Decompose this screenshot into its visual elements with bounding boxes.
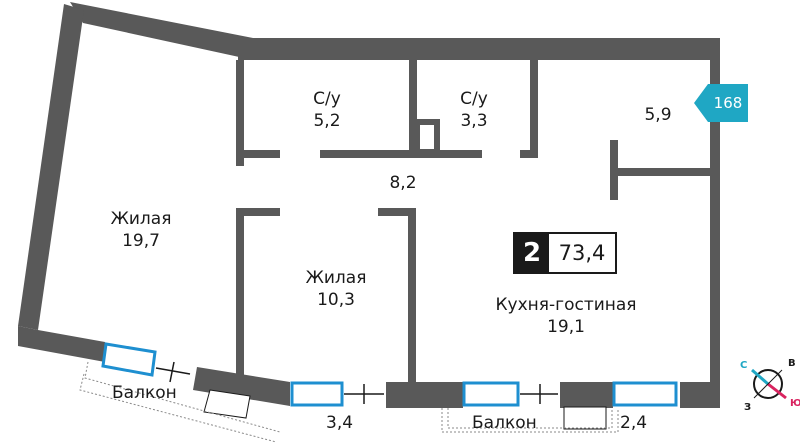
wall-interior-1 — [236, 60, 244, 166]
door-2 — [563, 406, 607, 430]
compass-north: С — [740, 360, 748, 371]
tag-shape — [694, 84, 748, 122]
compass-icon — [751, 368, 787, 400]
total-area-badge: 2 73,4 — [513, 232, 617, 274]
wall-bottom-right-b — [680, 382, 720, 408]
compass: С В Ю З — [738, 358, 800, 414]
wall-left — [18, 4, 84, 330]
room-area: 8,2 — [389, 173, 417, 193]
apartment-number: 168 — [713, 94, 743, 112]
wall-interior-12 — [408, 208, 416, 386]
apartment-number-tag: 168 — [694, 84, 748, 122]
room-hall: 5,9 — [644, 104, 671, 126]
room-corridor: 8,2 — [389, 172, 416, 194]
room-area: 5,9 — [644, 105, 672, 125]
room-name: С/у — [460, 89, 488, 109]
balcony-railings — [79, 361, 619, 443]
room-living-1: Жилая 19,7 — [111, 208, 172, 252]
room-name: Жилая — [305, 268, 367, 288]
wall-interior-2 — [236, 150, 280, 158]
wall-bottom-mid — [386, 382, 463, 408]
window-4 — [612, 381, 678, 407]
room-area: 19,7 — [122, 231, 160, 251]
balcony-label-right: Балкон — [472, 413, 537, 433]
room-name: Жилая — [110, 209, 172, 229]
wall-interior-3 — [320, 150, 482, 158]
window-3 — [462, 381, 520, 407]
room-bathroom-1: С/у 5,2 — [313, 88, 341, 132]
room-area: 3,3 — [460, 111, 488, 131]
walls — [18, 2, 720, 408]
wall-right-top — [710, 60, 720, 85]
wall-interior-9 — [236, 208, 244, 380]
wall-interior-8 — [610, 168, 710, 176]
wall-interior-11 — [378, 208, 416, 216]
wall-interior-4 — [409, 60, 417, 158]
wall-bottom-left — [18, 326, 105, 362]
windows — [101, 342, 678, 407]
compass-east: В — [788, 358, 796, 369]
balcony-area-middle: 3,4 — [326, 413, 354, 433]
wall-right — [710, 122, 720, 407]
wall-interior-6 — [520, 150, 538, 158]
room-name: Кухня-гостиная — [495, 295, 637, 315]
shaft — [414, 119, 440, 155]
door-markers — [155, 361, 558, 404]
balcony-area-right: 2,4 — [620, 413, 648, 433]
room-kitchen-living: Кухня-гостиная 19,1 — [495, 294, 636, 338]
room-living-2: Жилая 10,3 — [306, 267, 367, 311]
room-area: 10,3 — [317, 290, 355, 310]
room-area: 19,1 — [547, 317, 585, 337]
balcony-label-left: Балкон — [112, 383, 177, 403]
room-count: 2 — [515, 234, 549, 272]
window-1 — [101, 342, 157, 377]
wall-bottom-mid-left — [193, 367, 290, 406]
window-2 — [290, 381, 344, 407]
wall-interior-5 — [530, 60, 538, 158]
door-1 — [203, 389, 251, 419]
wall-interior-10 — [236, 208, 280, 216]
compass-west: З — [744, 402, 752, 413]
compass-south: Ю — [790, 398, 800, 409]
room-area: 5,2 — [313, 111, 341, 131]
wall-bottom-right-a — [560, 382, 613, 408]
room-name: С/у — [313, 89, 341, 109]
total-area: 73,4 — [558, 241, 606, 265]
wall-top — [238, 38, 720, 60]
room-bathroom-2: С/у 3,3 — [460, 88, 488, 132]
balcony-doors — [203, 389, 607, 430]
wall-top-left — [70, 2, 253, 60]
